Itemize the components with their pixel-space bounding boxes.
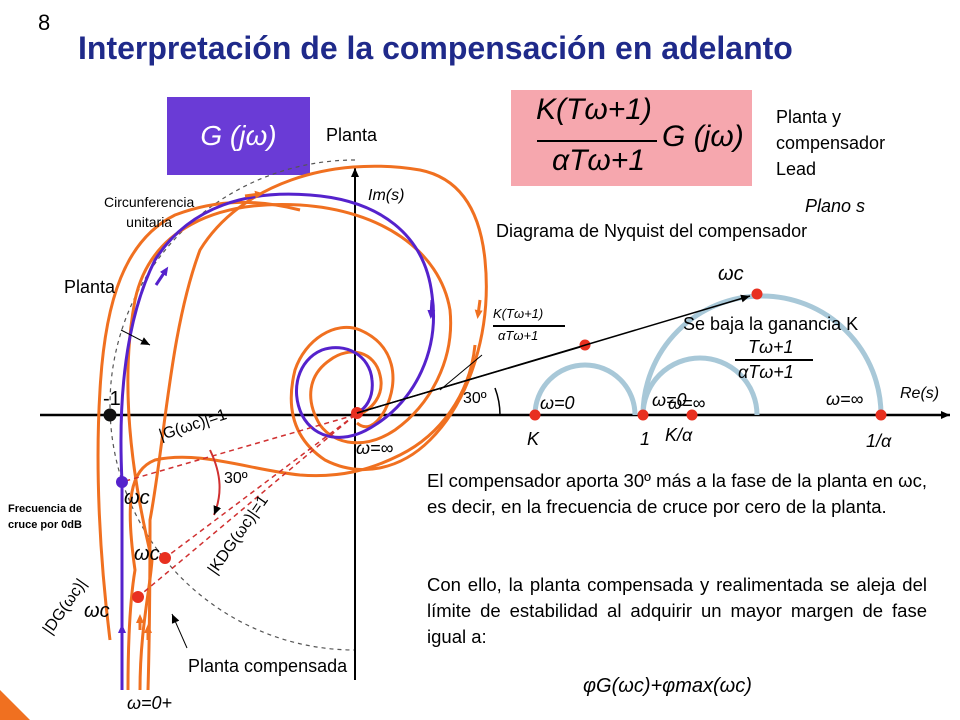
lead-numerator: K(Tω+1) — [536, 93, 652, 126]
one-alpha-point — [875, 409, 887, 421]
crossover-label: Frecuencia de cruce por 0dB — [8, 501, 82, 533]
slide-title: Interpretación de la compensación en ade… — [78, 30, 793, 66]
phase-angle-left-label: 30º — [224, 470, 248, 487]
omega-zero-k-label: ω=0 — [540, 393, 575, 413]
plant-caption: Planta — [326, 125, 378, 145]
real-axis-label: Re(s) — [900, 385, 940, 402]
lead-transfer-box — [511, 90, 752, 186]
vector-angle-arc — [494, 387, 501, 416]
one-tick-label: 1 — [640, 429, 651, 449]
omega-c-dg-label: ωc — [84, 600, 110, 622]
lead-fraction-bar — [537, 140, 657, 142]
omega-c-compensated-label: ωc — [134, 543, 160, 565]
lower-gain-note: Se baja la ganancia K — [683, 314, 859, 334]
omega-c-top-point — [751, 288, 763, 300]
plant-transfer-label: G (jω) — [200, 120, 277, 151]
nyquist-title: Diagrama de Nyquist del compensador — [496, 221, 808, 241]
compensated-crossover-point — [159, 552, 171, 564]
corner-decoration — [0, 690, 30, 720]
explanation-paragraph-2: Con ello, la planta compensada y realime… — [427, 574, 927, 647]
explanation-paragraph-1: El compensador aporta 30º más a la fase … — [427, 470, 927, 517]
phase-margin-formula: φG(ωc)+φmax(ωc) — [583, 675, 752, 697]
omega-zero-plus-label: ω=0+ — [127, 693, 173, 713]
compensated-plant-curve-inner — [126, 202, 453, 691]
right-fraction-den: αTω+1 — [738, 362, 794, 382]
right-fraction-bar — [735, 359, 813, 361]
k-alpha-point — [686, 409, 698, 421]
lead-caption: Planta y compensador Lead — [776, 104, 885, 182]
plant-crossover-point — [116, 476, 128, 488]
phase-angle-right-label: 30º — [463, 390, 487, 407]
dg-magnitude-line — [137, 414, 356, 598]
k-tick-label: K — [527, 429, 540, 449]
small-fraction-num: K(Tω+1) — [493, 306, 544, 321]
right-fraction-num: Tω+1 — [748, 337, 794, 357]
lead-denominator: αTω+1 — [552, 144, 646, 177]
minus-one-point — [103, 408, 117, 422]
omega-c-top-label: ωc — [718, 263, 744, 285]
lead-caption-line-2: compensador — [776, 133, 886, 153]
omega-zero-one-label: ω=0 — [652, 390, 687, 410]
unit-circle-label-line-2: unitaria — [126, 214, 173, 230]
unit-circle — [109, 159, 356, 651]
page-number: 8 — [38, 10, 51, 35]
plant-transfer-box: G (jω) — [167, 97, 310, 175]
omega-c-plant-label: ωc — [124, 487, 150, 509]
lead-plant-factor: G (jω) — [662, 120, 744, 153]
dg-point — [132, 591, 144, 603]
one-point — [637, 409, 649, 421]
compensator-semicircle — [532, 362, 638, 416]
kdg-magnitude-line — [164, 414, 356, 559]
plant-curve — [119, 192, 435, 690]
small-fraction-den: αTω+1 — [498, 328, 539, 343]
compensator-vector-small — [356, 346, 581, 414]
one-alpha-tick-label: 1/α — [866, 431, 892, 451]
k-point — [529, 409, 541, 421]
unit-circle-label-line-1: Circunferencia — [104, 194, 195, 210]
k-alpha-tick-label: K/α — [665, 425, 693, 445]
plant-curve-label: Planta — [64, 277, 116, 297]
phase-angle-arc — [209, 449, 222, 516]
compensated-plant-label: Planta compensada — [188, 656, 348, 676]
unit-circle-label: Circunferencia unitaria — [104, 192, 194, 232]
omega-infinity-center-label: ω=∞ — [356, 438, 394, 458]
omega-infinity-k-label: ω=∞ — [668, 393, 706, 413]
compensator-semicircle-low-gain — [640, 355, 760, 416]
compensated-plant-curve-lower — [96, 200, 477, 691]
imag-axis-label: Im(s) — [368, 187, 405, 204]
lead-caption-line-3: Lead — [776, 159, 817, 179]
plane-label: Plano s — [805, 196, 866, 216]
g-magnitude-line — [121, 414, 356, 483]
minus-one-label: -1 — [103, 388, 121, 410]
crossover-label-line-1: Frecuencia de — [8, 503, 82, 515]
compensated-plant-curve-outer — [146, 164, 488, 691]
small-fraction-bar — [493, 325, 565, 327]
omega-infinity-label: ω=∞ — [826, 389, 864, 409]
crossover-label-line-2: cruce por 0dB — [8, 519, 82, 531]
lead-caption-line-1: Planta y — [776, 107, 842, 127]
